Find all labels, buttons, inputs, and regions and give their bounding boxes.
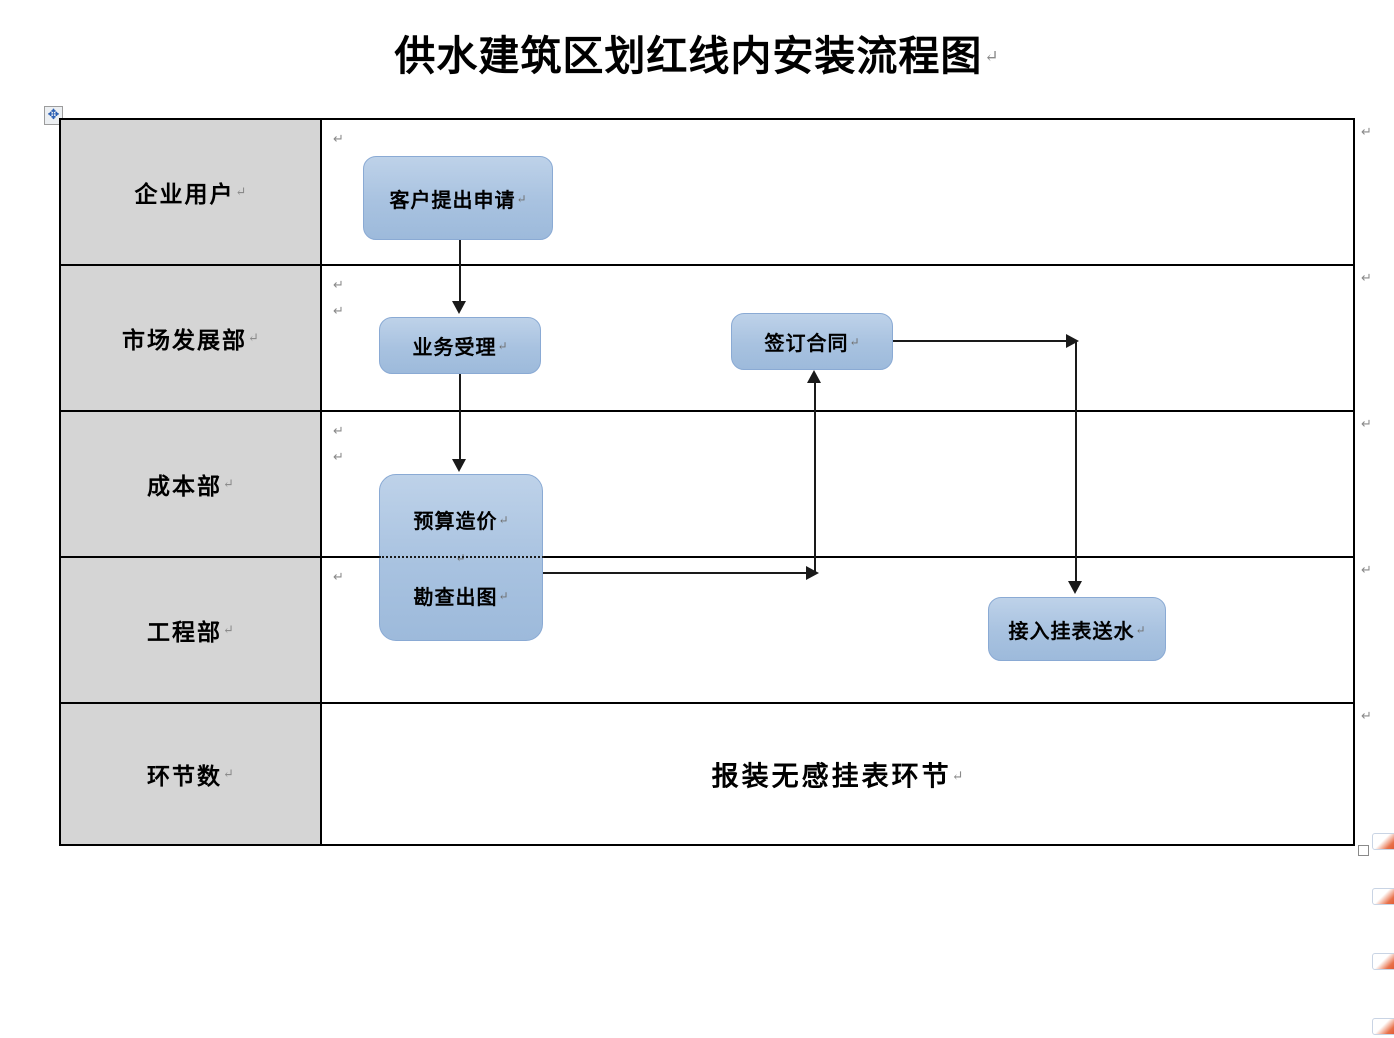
step-count-note: 报装无感挂表环节↵	[322, 755, 1353, 794]
table-row: 市场发展部↵ ↵ ↵	[61, 266, 1353, 412]
cell-paragraph-marks: ↵	[333, 126, 344, 152]
lane-label-text: 工程部	[147, 620, 223, 645]
paragraph-mark-icon: ↵	[235, 184, 247, 199]
margin-comment-marker-icon	[1372, 888, 1394, 905]
connector-accept-to-budget	[459, 374, 461, 462]
table-row: 环节数↵ 报装无感挂表环节↵	[61, 704, 1353, 844]
cell-paragraph-marks: ↵ ↵	[333, 272, 344, 324]
lane-content-step-count: 报装无感挂表环节↵	[322, 704, 1353, 844]
flow-box-text: 接入挂表送水	[1008, 620, 1135, 643]
flowchart-table: 企业用户↵ ↵ 市场发展部↵ ↵ ↵ 成本部↵ ↵ ↵	[59, 118, 1355, 846]
connector-contract-to-connect-vertical	[1075, 340, 1077, 584]
row-end-mark-icon: ↵	[1361, 270, 1372, 285]
paragraph-mark-icon: ↵	[498, 513, 509, 527]
row-end-mark-icon: ↵	[1361, 124, 1372, 139]
connector-apply-to-accept	[459, 240, 461, 304]
end-of-document-mark-icon	[1358, 845, 1369, 856]
flow-box-sign-contract[interactable]: 签订合同↵	[731, 313, 893, 370]
row-end-mark-icon: ↵	[1361, 416, 1372, 431]
page-title: 供水建筑区划红线内安装流程图↵	[0, 22, 1394, 82]
connector-contract-to-connect-horizontal	[893, 340, 1077, 342]
paragraph-mark-icon: ↵	[248, 330, 259, 345]
lane-label-step-count: 环节数↵	[61, 704, 322, 844]
step-count-note-text: 报装无感挂表环节	[711, 761, 952, 792]
table-row: 成本部↵ ↵ ↵	[61, 412, 1353, 558]
cell-paragraph-marks: ↵	[333, 564, 344, 590]
paragraph-mark-icon: ↵	[333, 303, 344, 318]
flow-box-label-budget: 预算造价↵	[413, 505, 508, 534]
paragraph-mark-icon: ↵	[333, 449, 344, 464]
table-row: 企业用户↵ ↵	[61, 120, 1353, 266]
table-move-handle-icon[interactable]: ✥	[44, 106, 63, 125]
row-end-mark-icon: ↵	[1361, 562, 1372, 577]
paragraph-mark-icon: ↵	[984, 47, 1000, 66]
row-end-mark-icon: ↵	[1361, 708, 1372, 723]
lane-label-cost-department: 成本部↵	[61, 412, 322, 556]
arrowhead-up-icon	[807, 370, 821, 383]
cell-paragraph-marks: ↵ ↵	[333, 418, 344, 470]
paragraph-mark-icon: ↵	[333, 131, 344, 146]
arrowhead-down-icon	[452, 301, 466, 314]
arrowhead-right-icon	[1066, 334, 1079, 348]
paragraph-mark-icon: ↵	[333, 569, 344, 584]
paragraph-mark-icon: ↵	[223, 476, 234, 491]
connector-budget-to-contract-vertical	[814, 381, 816, 573]
page-title-text: 供水建筑区划红线内安装流程图	[394, 33, 983, 79]
move-arrows-glyph: ✥	[47, 107, 60, 123]
margin-comment-marker-icon	[1372, 1018, 1394, 1035]
arrowhead-down-icon	[452, 459, 466, 472]
flow-box-label-survey: 勘查出图↵	[413, 581, 508, 610]
paragraph-mark-icon: ↵	[951, 769, 964, 785]
paragraph-mark-icon: ↵	[498, 589, 509, 603]
paragraph-mark-icon: ↵	[223, 766, 234, 781]
paragraph-mark-icon: ↵	[497, 339, 508, 353]
flow-box-text: 业务受理	[412, 337, 497, 359]
paragraph-mark-icon: ↵	[849, 335, 860, 349]
margin-comment-marker-icon	[1372, 953, 1394, 970]
paragraph-mark-icon: ↵	[333, 423, 344, 438]
flow-box-text: 勘查出图	[413, 587, 498, 609]
lane-label-enterprise-user: 企业用户↵	[61, 120, 322, 264]
paragraph-mark-icon: ↵	[1135, 622, 1146, 637]
lane-label-text: 环节数	[147, 764, 223, 789]
connector-budget-to-contract-horizontal	[543, 572, 817, 574]
arrowhead-down-icon	[1068, 581, 1082, 594]
row-border-dotted-segment	[379, 556, 544, 558]
flow-box-text: 签订合同	[764, 333, 849, 355]
lane-label-text: 企业用户	[134, 182, 235, 207]
lane-label-engineering-department: 工程部↵	[61, 558, 322, 702]
arrowhead-right-icon	[806, 566, 819, 580]
flow-box-label: 签订合同↵	[764, 327, 859, 356]
flow-box-text: 客户提出申请	[389, 189, 516, 212]
flow-box-business-acceptance[interactable]: 业务受理↵	[379, 317, 541, 374]
flow-box-label: 接入挂表送水↵	[1008, 615, 1145, 644]
flow-box-customer-application[interactable]: 客户提出申请↵	[363, 156, 553, 240]
lane-label-text: 成本部	[147, 474, 223, 499]
flow-box-label: 业务受理↵	[412, 331, 507, 360]
lane-label-text: 市场发展部	[122, 328, 248, 353]
paragraph-mark-icon: ↵	[223, 622, 234, 637]
paragraph-mark-icon: ↵	[516, 191, 527, 206]
lane-label-market-development: 市场发展部↵	[61, 266, 322, 410]
flow-box-connect-meter-water-supply[interactable]: 接入挂表送水↵	[988, 597, 1166, 661]
flow-box-label: 客户提出申请↵	[389, 184, 526, 213]
paragraph-mark-icon: ↵	[333, 277, 344, 292]
flow-box-text: 预算造价	[413, 511, 498, 533]
margin-comment-marker-icon	[1372, 833, 1394, 850]
